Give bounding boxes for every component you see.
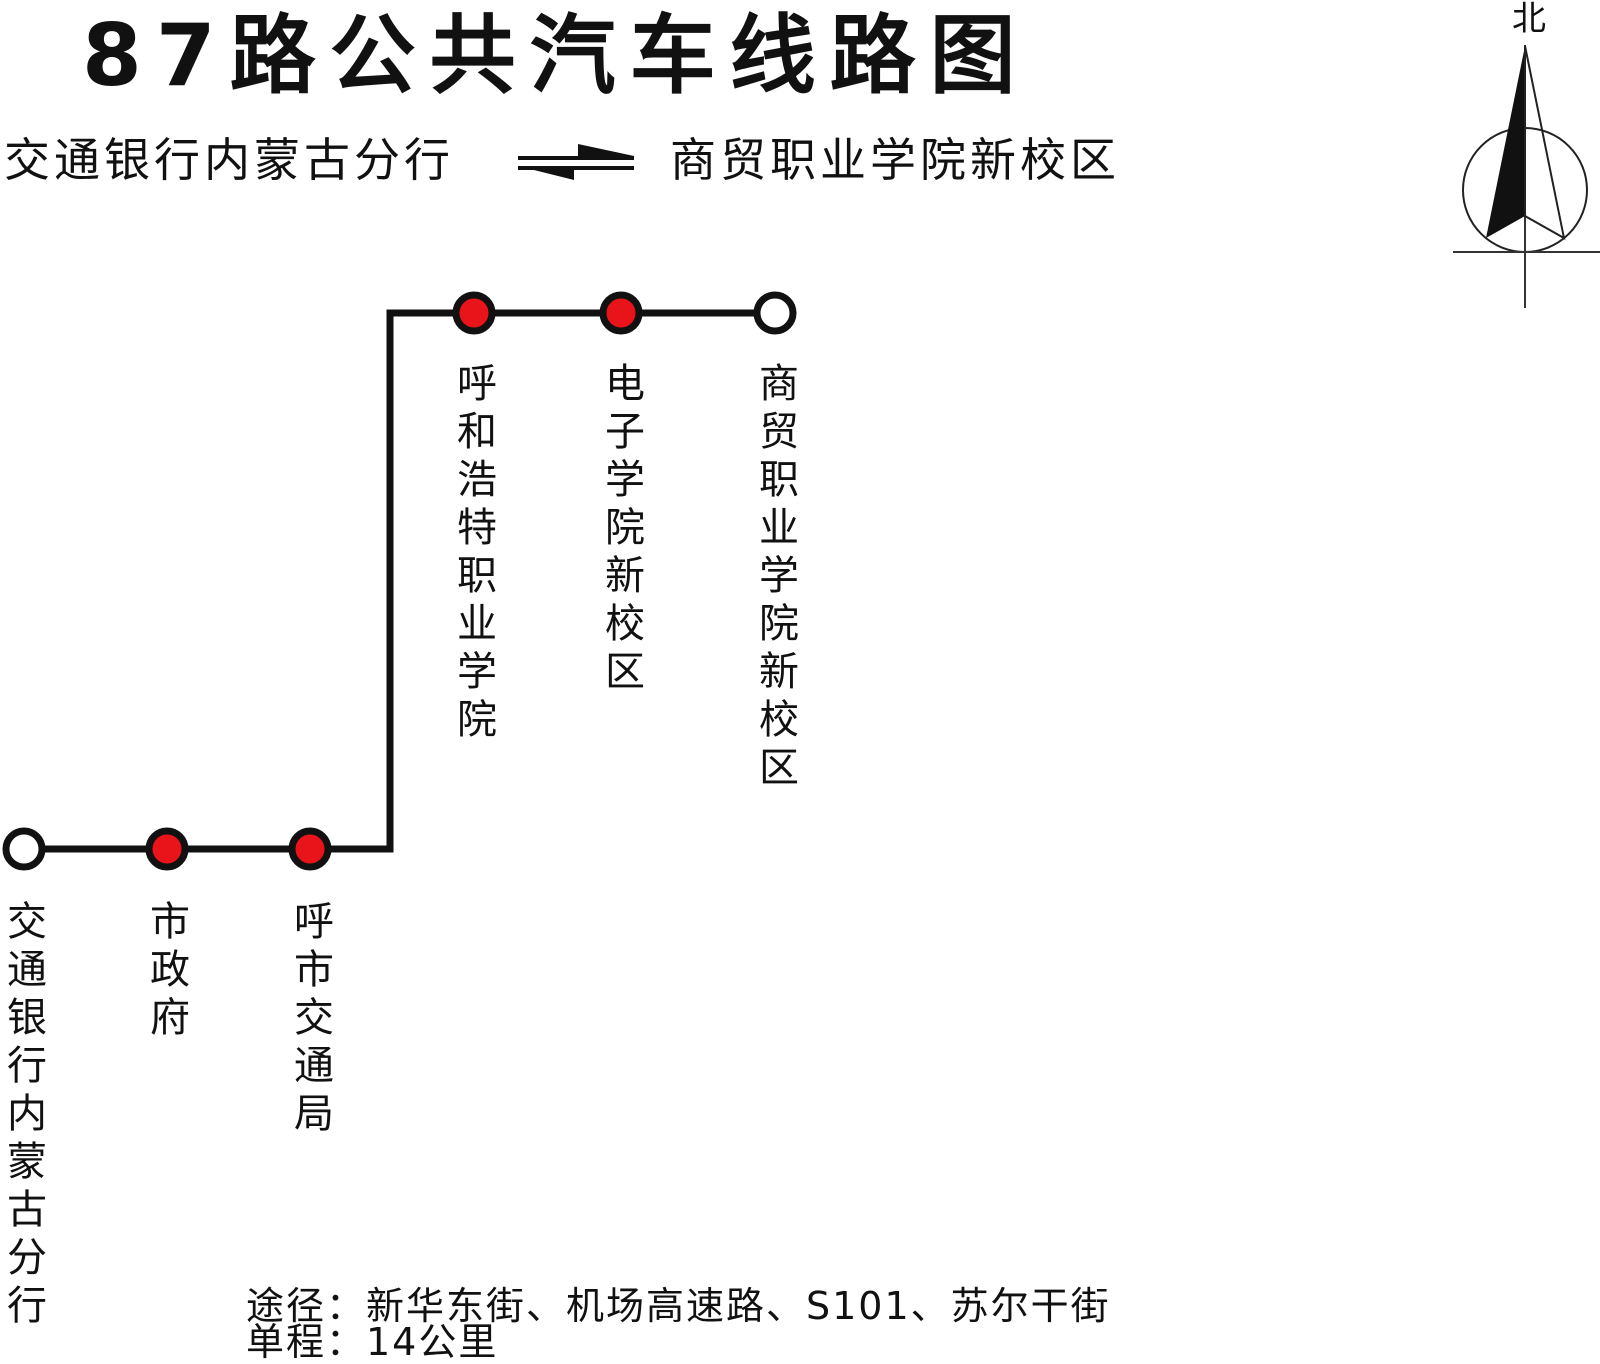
stop-label-1: 市政府 xyxy=(143,900,189,1044)
stop-marker-2[interactable] xyxy=(288,827,332,871)
stop-label-4: 电子学院新校区 xyxy=(598,362,644,698)
bidirectional-arrows-icon xyxy=(518,144,634,180)
stop-label-5: 商贸职业学院新校区 xyxy=(752,362,798,794)
route-distance: 单程：14公里 xyxy=(246,1320,499,1364)
route-destination: 商贸职业学院新校区 xyxy=(670,133,1120,187)
stop-marker-1[interactable] xyxy=(145,827,189,871)
stop-marker-4[interactable] xyxy=(599,291,643,335)
stop-marker-5[interactable] xyxy=(753,291,797,335)
north-arrow-icon xyxy=(1453,45,1600,308)
stop-marker-3[interactable] xyxy=(452,291,496,335)
stop-label-0: 交通银行内蒙古分行 xyxy=(0,900,46,1332)
route-origin: 交通银行内蒙古分行 xyxy=(4,133,454,187)
route-via: 途径：新华东街、机场高速路、S101、苏尔干街 xyxy=(246,1284,1111,1328)
compass-north-label: 北 xyxy=(1512,0,1546,39)
map-title: 87路公共汽车线路图 xyxy=(82,6,1030,106)
stop-marker-0[interactable] xyxy=(2,827,46,871)
stop-label-3: 呼和浩特职业学院 xyxy=(450,362,496,746)
stop-label-2: 呼市交通局 xyxy=(287,900,333,1140)
